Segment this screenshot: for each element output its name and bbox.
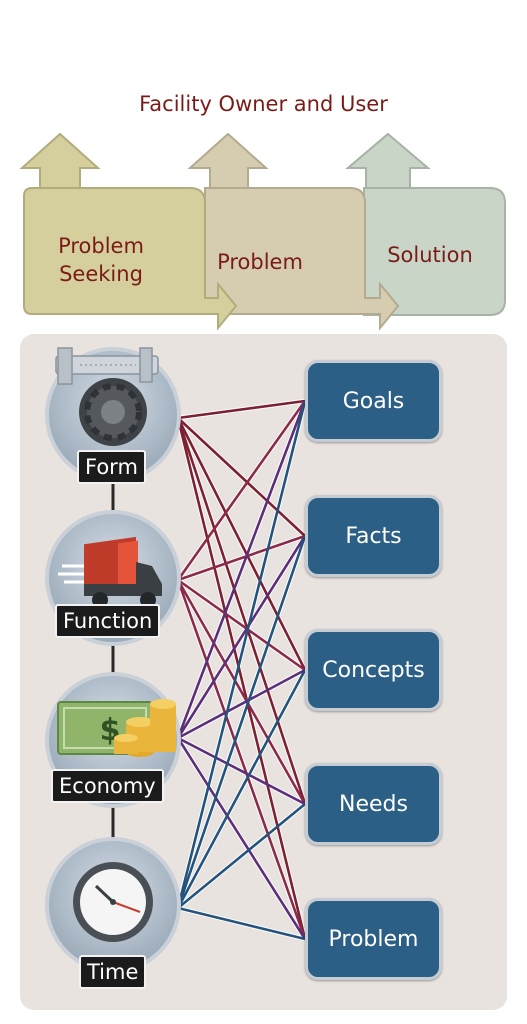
connector-line-time-4 <box>177 906 306 941</box>
page-title: Facility Owner and User <box>139 92 388 116</box>
connector-line-function-3 <box>176 579 307 805</box>
connector-line-time-2 <box>176 669 307 909</box>
truck-icon <box>58 536 162 608</box>
connector-line-form-1 <box>177 417 306 537</box>
phase-arrow-problem <box>187 132 400 331</box>
money-icon: $ <box>57 699 176 757</box>
output-box-needs: Needs <box>305 763 442 845</box>
connector-line-economy-1 <box>176 535 307 739</box>
connector-line-economy-4 <box>176 737 307 940</box>
output-box-goals: Goals <box>305 360 442 442</box>
connector-line-form-2 <box>176 417 307 671</box>
clock-icon <box>73 862 153 942</box>
connector-lines <box>175 398 308 942</box>
output-box-concepts: Concepts <box>305 629 442 711</box>
phase-label-problem-seeking-line1: Problem <box>58 234 144 258</box>
connector-line-economy-0 <box>176 400 307 739</box>
connector-line-form-0 <box>177 399 306 420</box>
factor-label-form: Form <box>77 450 146 484</box>
connector-line-economy-2 <box>177 668 306 740</box>
connector-line-form-4 <box>176 417 307 940</box>
connector-line-time-3 <box>177 802 306 910</box>
phase-arrow-problem-seeking <box>19 132 238 331</box>
gear-caliper-icon <box>55 347 159 446</box>
connector-line-economy-3 <box>177 736 306 806</box>
phase-arrow-solution <box>345 132 506 316</box>
connector-line-form-3 <box>176 417 307 805</box>
factor-label-economy: Economy <box>51 769 164 803</box>
connector-line-function-0 <box>176 400 307 581</box>
output-box-facts: Facts <box>305 495 442 577</box>
phase-label-problem-seeking: Problem Seeking <box>42 232 160 288</box>
connector-line-function-2 <box>177 578 306 672</box>
connector-line-function-4 <box>176 579 307 940</box>
connector-line-time-0 <box>176 400 307 909</box>
connector-line-time-1 <box>176 535 307 909</box>
phase-label-solution: Solution <box>387 243 473 267</box>
factor-label-function: Function <box>55 604 161 638</box>
factor-label-time: Time <box>79 955 147 989</box>
output-box-problem: Problem <box>305 898 442 980</box>
phase-label-problem-seeking-line2: Seeking <box>59 262 143 286</box>
connector-line-function-1 <box>177 534 306 582</box>
phase-label-problem: Problem <box>217 250 303 274</box>
